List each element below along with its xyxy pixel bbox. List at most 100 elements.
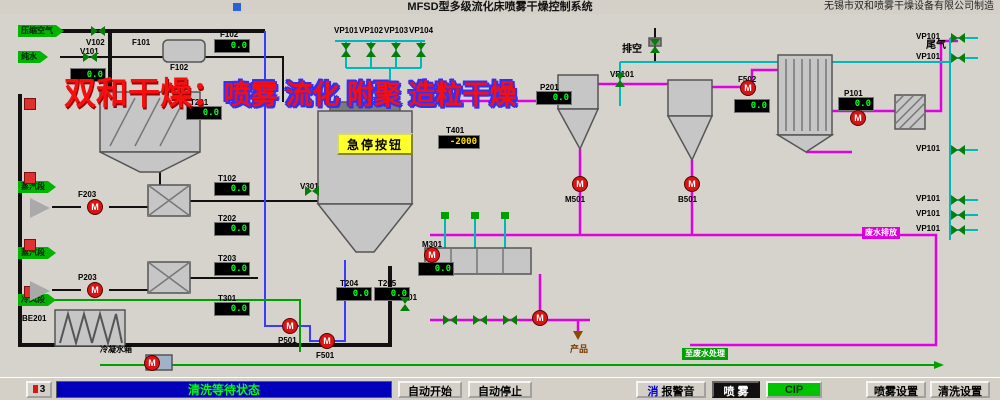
- device-tag: F203: [78, 190, 97, 199]
- pump-icon[interactable]: M: [282, 318, 298, 334]
- device-tag: T301: [218, 294, 237, 303]
- numeric-display: 0.0: [214, 222, 250, 236]
- numeric-display: -2000: [438, 135, 480, 149]
- device-tag: M501: [565, 195, 586, 204]
- valve-icon[interactable]: [615, 73, 625, 87]
- device-tag: VP101: [916, 52, 941, 61]
- damper-indicator: [24, 172, 36, 184]
- valve-icon[interactable]: [341, 43, 351, 57]
- numeric-display: 0.0: [734, 99, 770, 113]
- device-tag: F502: [738, 75, 756, 84]
- pump-icon[interactable]: M: [572, 176, 588, 192]
- device-tag: B501: [678, 195, 698, 204]
- device-tag: V101: [80, 47, 99, 56]
- status-text: 清洗等待状态: [187, 383, 260, 397]
- device-tag: P203: [78, 273, 97, 282]
- valve-icon[interactable]: [91, 26, 105, 36]
- device-tag: VP101: [334, 26, 359, 35]
- spray-button[interactable]: 喷 雾: [712, 381, 760, 398]
- device-tag: T205: [378, 279, 397, 288]
- device-tag: T204: [340, 279, 359, 288]
- numeric-display: 0.0: [214, 302, 250, 316]
- device-tag: T203: [218, 254, 237, 263]
- device-tag: 排空: [622, 44, 642, 55]
- valve-icon[interactable]: [951, 53, 965, 63]
- pump-icon[interactable]: M: [740, 80, 756, 96]
- title-bar: MFSD型多级流化床喷雾干燥控制系统 无锡市双和喷雾干燥设备有限公司制造: [0, 0, 1000, 15]
- spray-settings-button[interactable]: 喷雾设置: [866, 381, 926, 398]
- page-led-icon: [32, 385, 38, 394]
- manufacturer-label: 无锡市双和喷雾干燥设备有限公司制造: [824, 1, 994, 12]
- auto-stop-button[interactable]: 自动停止: [468, 381, 532, 398]
- device-tag: T201: [190, 98, 209, 107]
- device-tag: VP101: [916, 144, 941, 153]
- valve-icon[interactable]: [83, 52, 97, 62]
- pump-icon[interactable]: M: [87, 199, 103, 215]
- device-tag: T202: [218, 214, 237, 223]
- device-tag: P201: [540, 83, 559, 92]
- valve-icon[interactable]: [305, 186, 319, 196]
- clean-settings-button[interactable]: 清洗设置: [930, 381, 990, 398]
- valve-icon[interactable]: [416, 43, 426, 57]
- numeric-display: 0.0: [336, 287, 372, 301]
- valve-icon[interactable]: [951, 225, 965, 235]
- device-tag: 产品: [570, 344, 589, 354]
- damper-indicator: [24, 239, 36, 251]
- valve-icon[interactable]: [443, 315, 457, 325]
- device-tag: 尾气: [926, 40, 946, 51]
- device-tag: VP104: [409, 26, 434, 35]
- device-tag: VP101: [916, 209, 941, 218]
- cip-button[interactable]: CIP: [766, 381, 822, 398]
- numeric-display: 0.0: [838, 97, 874, 111]
- device-tag: M301: [422, 240, 443, 249]
- device-tag: P101: [844, 89, 863, 98]
- pump-icon[interactable]: M: [144, 355, 160, 371]
- device-tag: F501: [316, 351, 335, 360]
- device-tag: VP101: [916, 32, 941, 41]
- valve-icon[interactable]: [650, 39, 660, 53]
- device-tag: P501: [278, 336, 297, 345]
- pump-icon[interactable]: M: [319, 333, 335, 349]
- valve-icon[interactable]: [391, 43, 401, 57]
- valve-icon[interactable]: [366, 43, 376, 57]
- pump-icon[interactable]: M: [532, 310, 548, 326]
- numeric-display: 0.0: [214, 182, 250, 196]
- device-tag: F101: [132, 38, 151, 47]
- damper-indicator: [24, 98, 36, 110]
- numeric-display: 0.0: [214, 262, 250, 276]
- valve-icon[interactable]: [951, 210, 965, 220]
- emergency-stop-button[interactable]: 急停按钮: [337, 133, 413, 155]
- device-tag: VP102: [359, 26, 384, 35]
- page-title: MFSD型多级流化床喷雾干燥控制系统: [407, 1, 593, 13]
- device-tag: VP101: [916, 194, 941, 203]
- supply-label: 蒸汽段: [18, 181, 56, 193]
- valve-icon[interactable]: [503, 315, 517, 325]
- auto-start-button[interactable]: 自动开始: [398, 381, 462, 398]
- app-icon: [233, 3, 241, 11]
- valve-icon[interactable]: [951, 33, 965, 43]
- flow-label: 至废水处理: [682, 348, 728, 360]
- valve-icon[interactable]: [400, 297, 410, 311]
- device-tag: BE201: [22, 314, 47, 323]
- pump-icon[interactable]: M: [850, 110, 866, 126]
- numeric-display: 0.0: [186, 106, 222, 120]
- numeric-display: 0.0: [214, 39, 250, 53]
- mute-alarm-button[interactable]: 消 报警音: [636, 381, 706, 398]
- pump-icon[interactable]: M: [87, 282, 103, 298]
- valve-icon[interactable]: [951, 195, 965, 205]
- device-tag: VP103: [384, 26, 409, 35]
- numeric-display: 0.0: [536, 91, 572, 105]
- valve-icon[interactable]: [473, 315, 487, 325]
- device-tag: F102: [170, 63, 189, 72]
- pump-icon[interactable]: M: [424, 247, 440, 263]
- numeric-display: 0.0: [418, 262, 454, 276]
- numeric-display: 0.0: [70, 68, 106, 82]
- supply-label: 压缩空气: [18, 25, 64, 37]
- pump-icon[interactable]: M: [684, 176, 700, 192]
- valve-icon[interactable]: [951, 145, 965, 155]
- device-tag: VP101: [916, 224, 941, 233]
- page-button[interactable]: 3: [26, 381, 52, 398]
